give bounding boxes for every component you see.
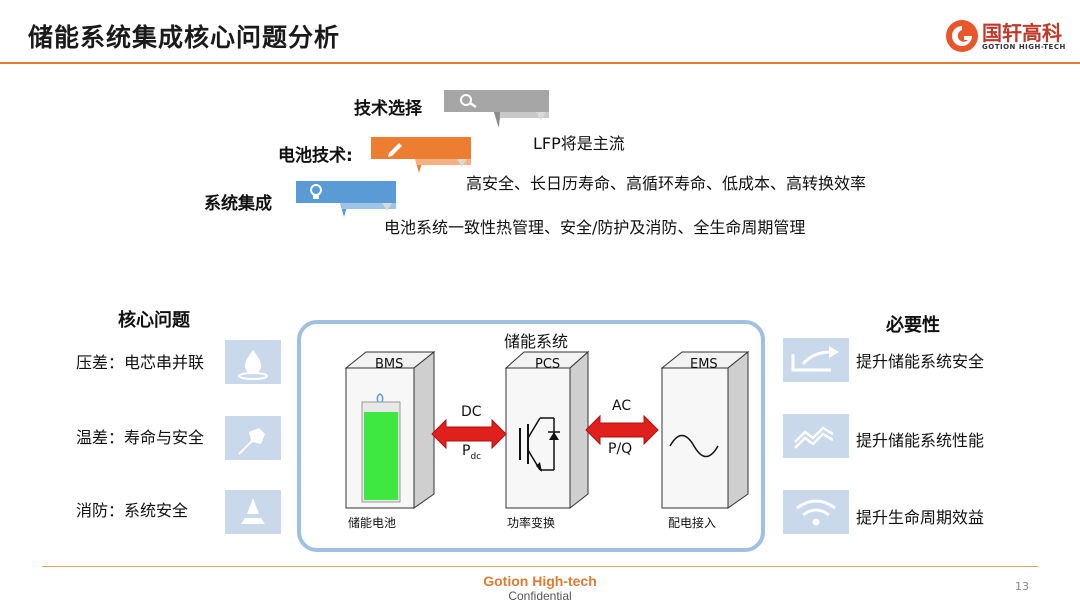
share-arrow-icon	[783, 338, 849, 382]
battery-tech-banner	[371, 137, 481, 181]
tech-select-banner	[444, 90, 554, 134]
battery-level-fill	[364, 412, 398, 500]
ac-label: AC	[612, 398, 632, 414]
battery-tech-desc: 高安全、长日历寿命、高循环寿命、低成本、高转换效率	[466, 174, 867, 193]
issue-temperature-label: 温差：寿命与安全	[76, 428, 205, 447]
header-divider	[0, 62, 1080, 64]
ems-name: EMS	[690, 357, 718, 372]
tech-select-label: 技术选择	[354, 99, 422, 119]
tech-select-desc: LFP将是主流	[533, 134, 625, 153]
core-issues-heading: 核心问题	[118, 310, 190, 331]
necessity-performance-label: 提升储能系统性能	[856, 431, 985, 450]
necessity-heading: 必要性	[886, 315, 940, 336]
lightbulb-icon	[310, 184, 322, 199]
company-logo: 国轩高科 GOTION HIGH-TECH	[942, 14, 1065, 60]
issue-voltage-label: 压差：电芯串并联	[76, 353, 205, 372]
logo-text-en: GOTION HIGH-TECH	[982, 43, 1066, 51]
ems-caption: 配电接入	[668, 516, 717, 530]
storage-system-title: 储能系统	[504, 332, 569, 351]
pcs-cabinet	[504, 350, 590, 510]
ac-double-arrow	[585, 414, 659, 446]
system-integration-label: 系统集成	[204, 194, 272, 214]
ac-power-label: P/Q	[608, 441, 633, 457]
page-title: 储能系统集成核心问题分析	[28, 23, 341, 52]
droplet-icon	[225, 340, 281, 384]
magnifier-icon	[460, 94, 477, 109]
battery-tech-label: 电池技术:	[278, 141, 353, 166]
pin-icon	[225, 416, 281, 460]
issue-fire-label: 消防：系统安全	[76, 501, 189, 520]
necessity-safety-label: 提升储能系统安全	[856, 352, 985, 371]
gotion-logo-icon	[946, 20, 978, 52]
logo-text-cn: 国轩高科	[982, 21, 1062, 45]
battery-tech-label-text: 电池技术	[278, 146, 346, 166]
necessity-lifecycle-label: 提升生命周期效益	[856, 508, 985, 527]
dc-label: DC	[461, 404, 482, 420]
page-number: 13	[1015, 580, 1029, 593]
bms-caption: 储能电池	[348, 516, 397, 530]
footer-confidential: Confidential	[508, 589, 572, 603]
cone-icon	[225, 490, 281, 534]
dc-power-label: Pdc	[462, 443, 481, 462]
system-integration-desc: 电池系统一致性热管理、安全/防护及消防、全生命周期管理	[384, 218, 806, 237]
dc-power-main: P	[462, 443, 471, 459]
footer-company: Gotion High-tech	[483, 573, 597, 589]
dc-double-arrow	[431, 418, 507, 450]
ems-cabinet	[660, 350, 750, 509]
bms-cabinet	[344, 350, 436, 509]
trend-icon	[783, 414, 849, 458]
pencil-icon	[388, 143, 402, 157]
pcs-name: PCS	[535, 357, 561, 372]
bms-name: BMS	[375, 357, 404, 372]
system-integration-banner	[296, 181, 406, 225]
battery-tech-colon: :	[346, 146, 353, 166]
dc-power-sub: dc	[470, 451, 482, 462]
pcs-caption: 功率变换	[507, 516, 556, 530]
footer-divider	[42, 566, 1038, 567]
wifi-icon	[783, 490, 849, 534]
